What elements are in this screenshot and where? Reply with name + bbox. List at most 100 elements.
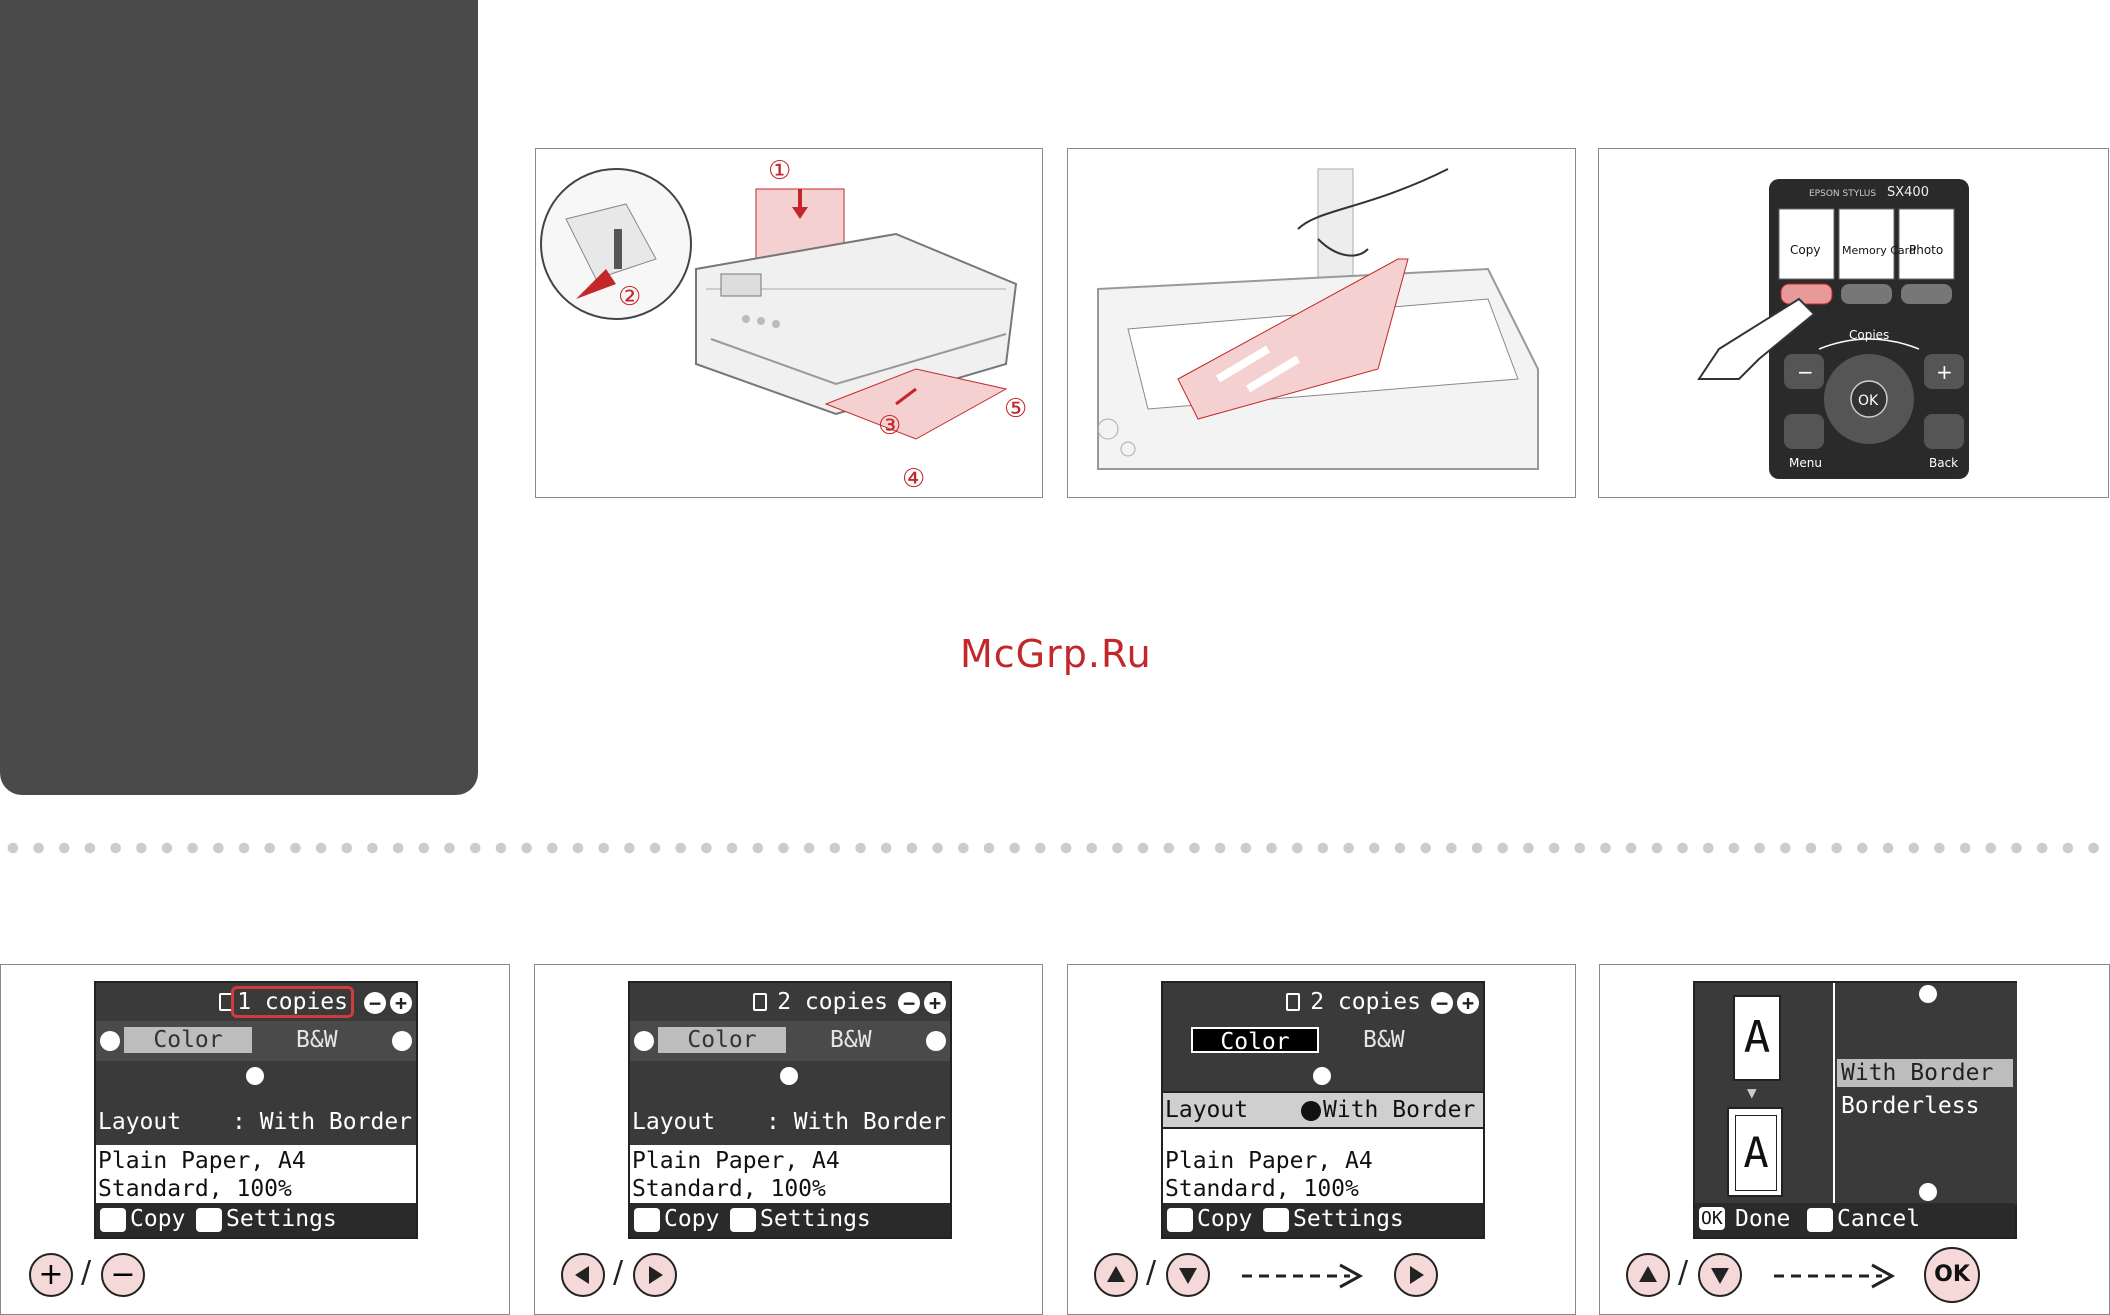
plus-icon: +: [924, 992, 946, 1014]
lcd-screen: 2 copies − + Color B&W Layout : With Bor…: [628, 981, 952, 1239]
right-button[interactable]: [633, 1253, 677, 1297]
done-label: Done: [1735, 1206, 1791, 1232]
right-arrow-icon: [926, 1031, 946, 1051]
paper-setting: Plain Paper, A4: [1165, 1148, 1373, 1174]
lcd-screen: A ▼ A With Border Borderless OK Done Can…: [1693, 981, 2017, 1239]
minus-icon: −: [898, 992, 920, 1014]
up-arrow-icon: [1107, 1266, 1125, 1282]
panel-ok: OK: [1858, 393, 1879, 409]
copy-label: Copy: [130, 1206, 186, 1232]
back-icon: [1807, 1208, 1833, 1232]
left-button[interactable]: [561, 1253, 605, 1297]
color-option-selected: Color: [658, 1027, 786, 1053]
chapter-tab: [0, 0, 478, 795]
right-arrow-icon: [649, 1266, 663, 1284]
mode-memory-card: Memory Card: [1842, 244, 1916, 257]
plus-button[interactable]: +: [29, 1253, 73, 1297]
step-2-label: ②: [618, 282, 641, 312]
right-arrow-icon: [1410, 1266, 1424, 1284]
down-arrow-icon: ▼: [1747, 1083, 1757, 1102]
down-arrow-icon: [1919, 1183, 1937, 1201]
start-icon: [100, 1208, 126, 1232]
down-button[interactable]: [1698, 1253, 1742, 1297]
dotted-divider: [0, 841, 2110, 855]
minus-icon: −: [1431, 992, 1453, 1014]
settings-label: Settings: [760, 1206, 871, 1232]
mode-photo: Photo: [1909, 243, 1943, 257]
slash-separator: /: [613, 1255, 624, 1290]
menu-icon: [196, 1208, 222, 1232]
start-icon: [634, 1208, 660, 1232]
layout-label: Layout: [98, 1109, 182, 1135]
layout-label: Layout: [1165, 1097, 1249, 1123]
right-button[interactable]: [1394, 1253, 1438, 1297]
copies-icon: [1286, 993, 1300, 1011]
slash-separator: /: [1146, 1255, 1157, 1290]
step-panel-color: 2 copies − + Color B&W Layout : With Bor…: [534, 964, 1043, 1315]
dashed-arrow-icon: [1242, 1263, 1364, 1289]
panel-minus: −: [1797, 360, 1814, 384]
color-option-selected: Color: [124, 1027, 252, 1053]
copy-label: Copy: [664, 1206, 720, 1232]
up-arrow-icon: [1639, 1266, 1657, 1282]
bw-option: B&W: [1363, 1027, 1405, 1053]
quality-setting: Standard, 100%: [98, 1176, 292, 1202]
right-arrow-icon: [392, 1031, 412, 1051]
plus-icon: +: [1457, 992, 1479, 1014]
menu-icon: [1263, 1208, 1289, 1232]
slash-separator: /: [81, 1255, 92, 1290]
down-arrow-icon: [780, 1067, 798, 1085]
left-arrow-icon: [575, 1266, 589, 1284]
color-option-selected: Color: [1191, 1027, 1319, 1055]
layout-value: : With Border: [766, 1109, 947, 1135]
left-arrow-icon: [634, 1031, 654, 1051]
figure-control-panel: EPSON STYLUS SX400 Copy Memory Card Phot…: [1598, 148, 2109, 498]
copy-label: Copy: [1197, 1206, 1253, 1232]
step-panel-copies: 1 copies − + Color B&W Layout : With Bor…: [0, 964, 510, 1315]
up-button[interactable]: [1094, 1253, 1138, 1297]
step-5-label: ⑤: [1004, 394, 1027, 424]
settings-label: Settings: [1293, 1206, 1404, 1232]
down-arrow-icon: [1711, 1268, 1729, 1284]
plus-icon: +: [390, 992, 412, 1014]
minus-button[interactable]: −: [101, 1253, 145, 1297]
copies-value-highlighted: 1 copies: [231, 986, 354, 1018]
panel-plus: +: [1936, 360, 1953, 384]
bw-option: B&W: [830, 1027, 872, 1053]
layout-value-highlighted: With Border: [1323, 1097, 1476, 1123]
option-with-border-selected[interactable]: With Border: [1837, 1059, 2013, 1087]
settings-label: Settings: [226, 1206, 337, 1232]
ok-button[interactable]: OK: [1924, 1247, 1980, 1303]
panel-brand: EPSON STYLUS: [1809, 189, 1876, 199]
panel-model: SX400: [1887, 185, 1929, 200]
menu-icon: [730, 1208, 756, 1232]
mode-copy: Copy: [1790, 243, 1820, 257]
up-button[interactable]: [1626, 1253, 1670, 1297]
start-icon: [1167, 1208, 1193, 1232]
down-button[interactable]: [1166, 1253, 1210, 1297]
step-3-label: ③: [878, 411, 901, 441]
copies-value: 2 copies: [777, 989, 888, 1015]
lcd-screen: 2 copies − + Color B&W Layout With Borde…: [1161, 981, 1485, 1239]
ok-icon: OK: [1699, 1207, 1725, 1230]
preview-with-border: A: [1733, 995, 1781, 1081]
quality-setting: Standard, 100%: [1165, 1176, 1359, 1202]
down-arrow-icon: [1179, 1268, 1197, 1284]
layout-label: Layout: [632, 1109, 716, 1135]
minus-icon: −: [364, 992, 386, 1014]
left-arrow-icon: [100, 1031, 120, 1051]
copies-icon: [753, 993, 767, 1011]
option-borderless[interactable]: Borderless: [1841, 1093, 1980, 1119]
paper-setting: Plain Paper, A4: [632, 1148, 840, 1174]
step-panel-border-option: A ▼ A With Border Borderless OK Done Can…: [1599, 964, 2110, 1315]
copies-caption: Copies: [1849, 328, 1889, 342]
step-4-label: ④: [902, 464, 925, 494]
step-1-label: ①: [768, 156, 791, 186]
layout-value: : With Border: [232, 1109, 413, 1135]
paper-setting: Plain Paper, A4: [98, 1148, 306, 1174]
up-arrow-icon: [1919, 985, 1937, 1003]
figure-place-original: [1067, 148, 1576, 498]
panel-back: Back: [1929, 456, 1958, 470]
watermark-text: McGrp.Ru: [960, 632, 1152, 676]
preview-borderless: A: [1735, 1115, 1777, 1191]
